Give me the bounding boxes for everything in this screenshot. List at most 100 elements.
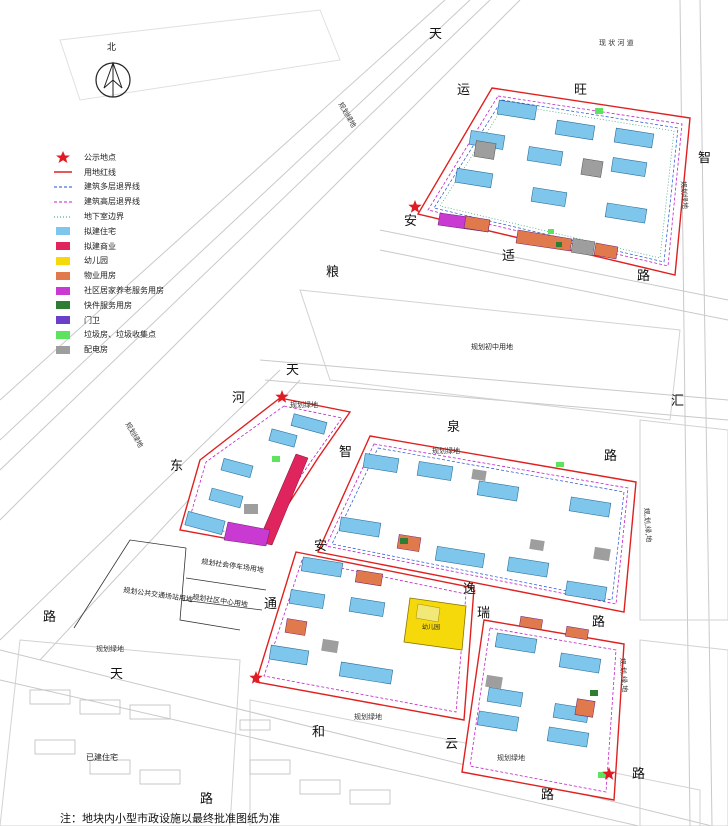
green-label-9: 规划绿地	[354, 713, 382, 721]
residential-building	[300, 556, 344, 578]
road-label-yun-bottom: 云	[445, 737, 459, 752]
road-label-yiduan-lu: 路	[592, 615, 606, 630]
road-label-quan: 泉	[447, 420, 461, 435]
residential-building	[568, 496, 612, 518]
legend-label: 拟建住宅	[84, 226, 116, 236]
parcel-southeast	[461, 616, 625, 801]
legend-item: 幼儿园	[54, 254, 214, 269]
residential-building	[290, 413, 328, 435]
road-label-lu-left: 路	[43, 610, 57, 625]
legend-swatch	[54, 182, 72, 192]
legend-item: 社区居家养老服务用房	[54, 283, 214, 298]
road-label-quan-lu: 路	[604, 449, 618, 464]
compass-label: 北	[107, 43, 117, 53]
canal-label: 现 状 河 道	[599, 39, 634, 47]
road-label-lu-bottom2: 路	[541, 788, 555, 803]
existing-residential-area	[29, 689, 391, 805]
legend: 公示地点用地红线建筑多层退界线建筑高层退界线地下室边界拟建住宅拟建商业幼儿园物业…	[54, 150, 214, 357]
residential-building	[338, 516, 382, 538]
star-icon	[249, 671, 263, 684]
road-label-rui: 瑞	[477, 606, 491, 621]
star-icon	[54, 151, 72, 164]
parcel-middle	[317, 435, 637, 613]
legend-swatch	[54, 212, 72, 222]
existing-residential-label: 已建住宅	[86, 753, 118, 762]
road-label-zhian-an: 安	[314, 539, 328, 554]
legend-item: 物业用房	[54, 268, 214, 283]
residential-building	[564, 580, 608, 602]
kindergarten-label: 幼儿园	[422, 624, 441, 631]
road-label-lu-bottom: 路	[200, 792, 214, 807]
legend-item: 建筑多层退界线	[54, 180, 214, 195]
road-label-zhi: 智	[698, 151, 712, 166]
legend-swatch	[54, 256, 72, 266]
road-label-shi: 适	[502, 249, 516, 264]
residential-building	[338, 661, 394, 685]
road-label-he: 和	[312, 725, 326, 740]
road-label-dong: 东	[170, 459, 184, 474]
residential-building	[558, 652, 602, 674]
legend-swatch	[54, 300, 72, 310]
road-label-liang: 粮	[326, 265, 340, 280]
legend-swatch	[54, 271, 72, 281]
legend-label: 快件服务用房	[84, 300, 132, 310]
residential-building	[486, 687, 524, 707]
road-label-tian-bottom: 天	[110, 667, 124, 682]
legend-item: 公示地点	[54, 150, 214, 165]
road-label-yi: 逸	[463, 582, 477, 597]
green-label-10: 规划绿地	[497, 754, 525, 762]
legend-item: 地下室边界	[54, 209, 214, 224]
legend-label: 拟建商业	[84, 241, 116, 251]
residential-building	[546, 726, 590, 748]
legend-label: 建筑多层退界线	[84, 182, 140, 192]
legend-label: 门卫	[84, 315, 100, 325]
road-label-zhian-zhi: 智	[339, 445, 353, 460]
road-label-yun: 运	[457, 83, 471, 98]
residential-building	[434, 545, 486, 569]
road-label-tianhe-tian: 天	[286, 363, 300, 378]
legend-item: 配电房	[54, 342, 214, 357]
parcel-north	[416, 87, 691, 276]
legend-item: 建筑高层退界线	[54, 194, 214, 209]
legend-item: 垃圾房、垃圾收集点	[54, 328, 214, 343]
residential-building	[476, 710, 520, 732]
planned-zones	[73, 539, 267, 631]
residential-building	[208, 487, 244, 509]
legend-label: 配电房	[84, 345, 108, 355]
legend-label: 幼儿园	[84, 256, 108, 266]
residential-building	[604, 202, 648, 224]
residential-building	[268, 428, 298, 448]
green-label-7: 规划绿地	[432, 447, 460, 455]
residential-building	[496, 99, 538, 121]
parcel-west	[179, 397, 352, 547]
legend-swatch	[54, 330, 72, 340]
road-label-tian: 天	[429, 27, 443, 42]
footnote: 注：地块内小型市政设施以最终批准图纸为准	[60, 812, 280, 825]
legend-label: 公示地点	[84, 152, 116, 162]
legend-label: 社区居家养老服务用房	[84, 286, 164, 296]
residential-building	[288, 589, 326, 609]
legend-item: 拟建商业	[54, 239, 214, 254]
residential-building	[416, 461, 454, 481]
legend-label: 物业用房	[84, 271, 116, 281]
legend-swatch	[54, 167, 72, 177]
residential-building	[506, 556, 550, 578]
residential-building	[554, 119, 596, 141]
green-label-8: 规划绿地	[96, 645, 124, 653]
green-label-6: 规划绿地	[290, 401, 318, 409]
residential-building	[362, 453, 400, 473]
legend-item: 快件服务用房	[54, 298, 214, 313]
legend-swatch	[54, 315, 72, 325]
road-label-tong: 通	[264, 597, 278, 612]
star-icon	[602, 767, 616, 780]
road-label-an: 安	[404, 214, 418, 229]
green-label-3: 规划绿地	[679, 180, 689, 210]
legend-item: 用地红线	[54, 165, 214, 180]
legend-label: 地下室边界	[84, 212, 124, 222]
road-label-wang: 旺	[574, 83, 588, 98]
road-label-lu-right: 路	[632, 767, 646, 782]
legend-swatch	[54, 241, 72, 251]
residential-building	[610, 157, 648, 177]
